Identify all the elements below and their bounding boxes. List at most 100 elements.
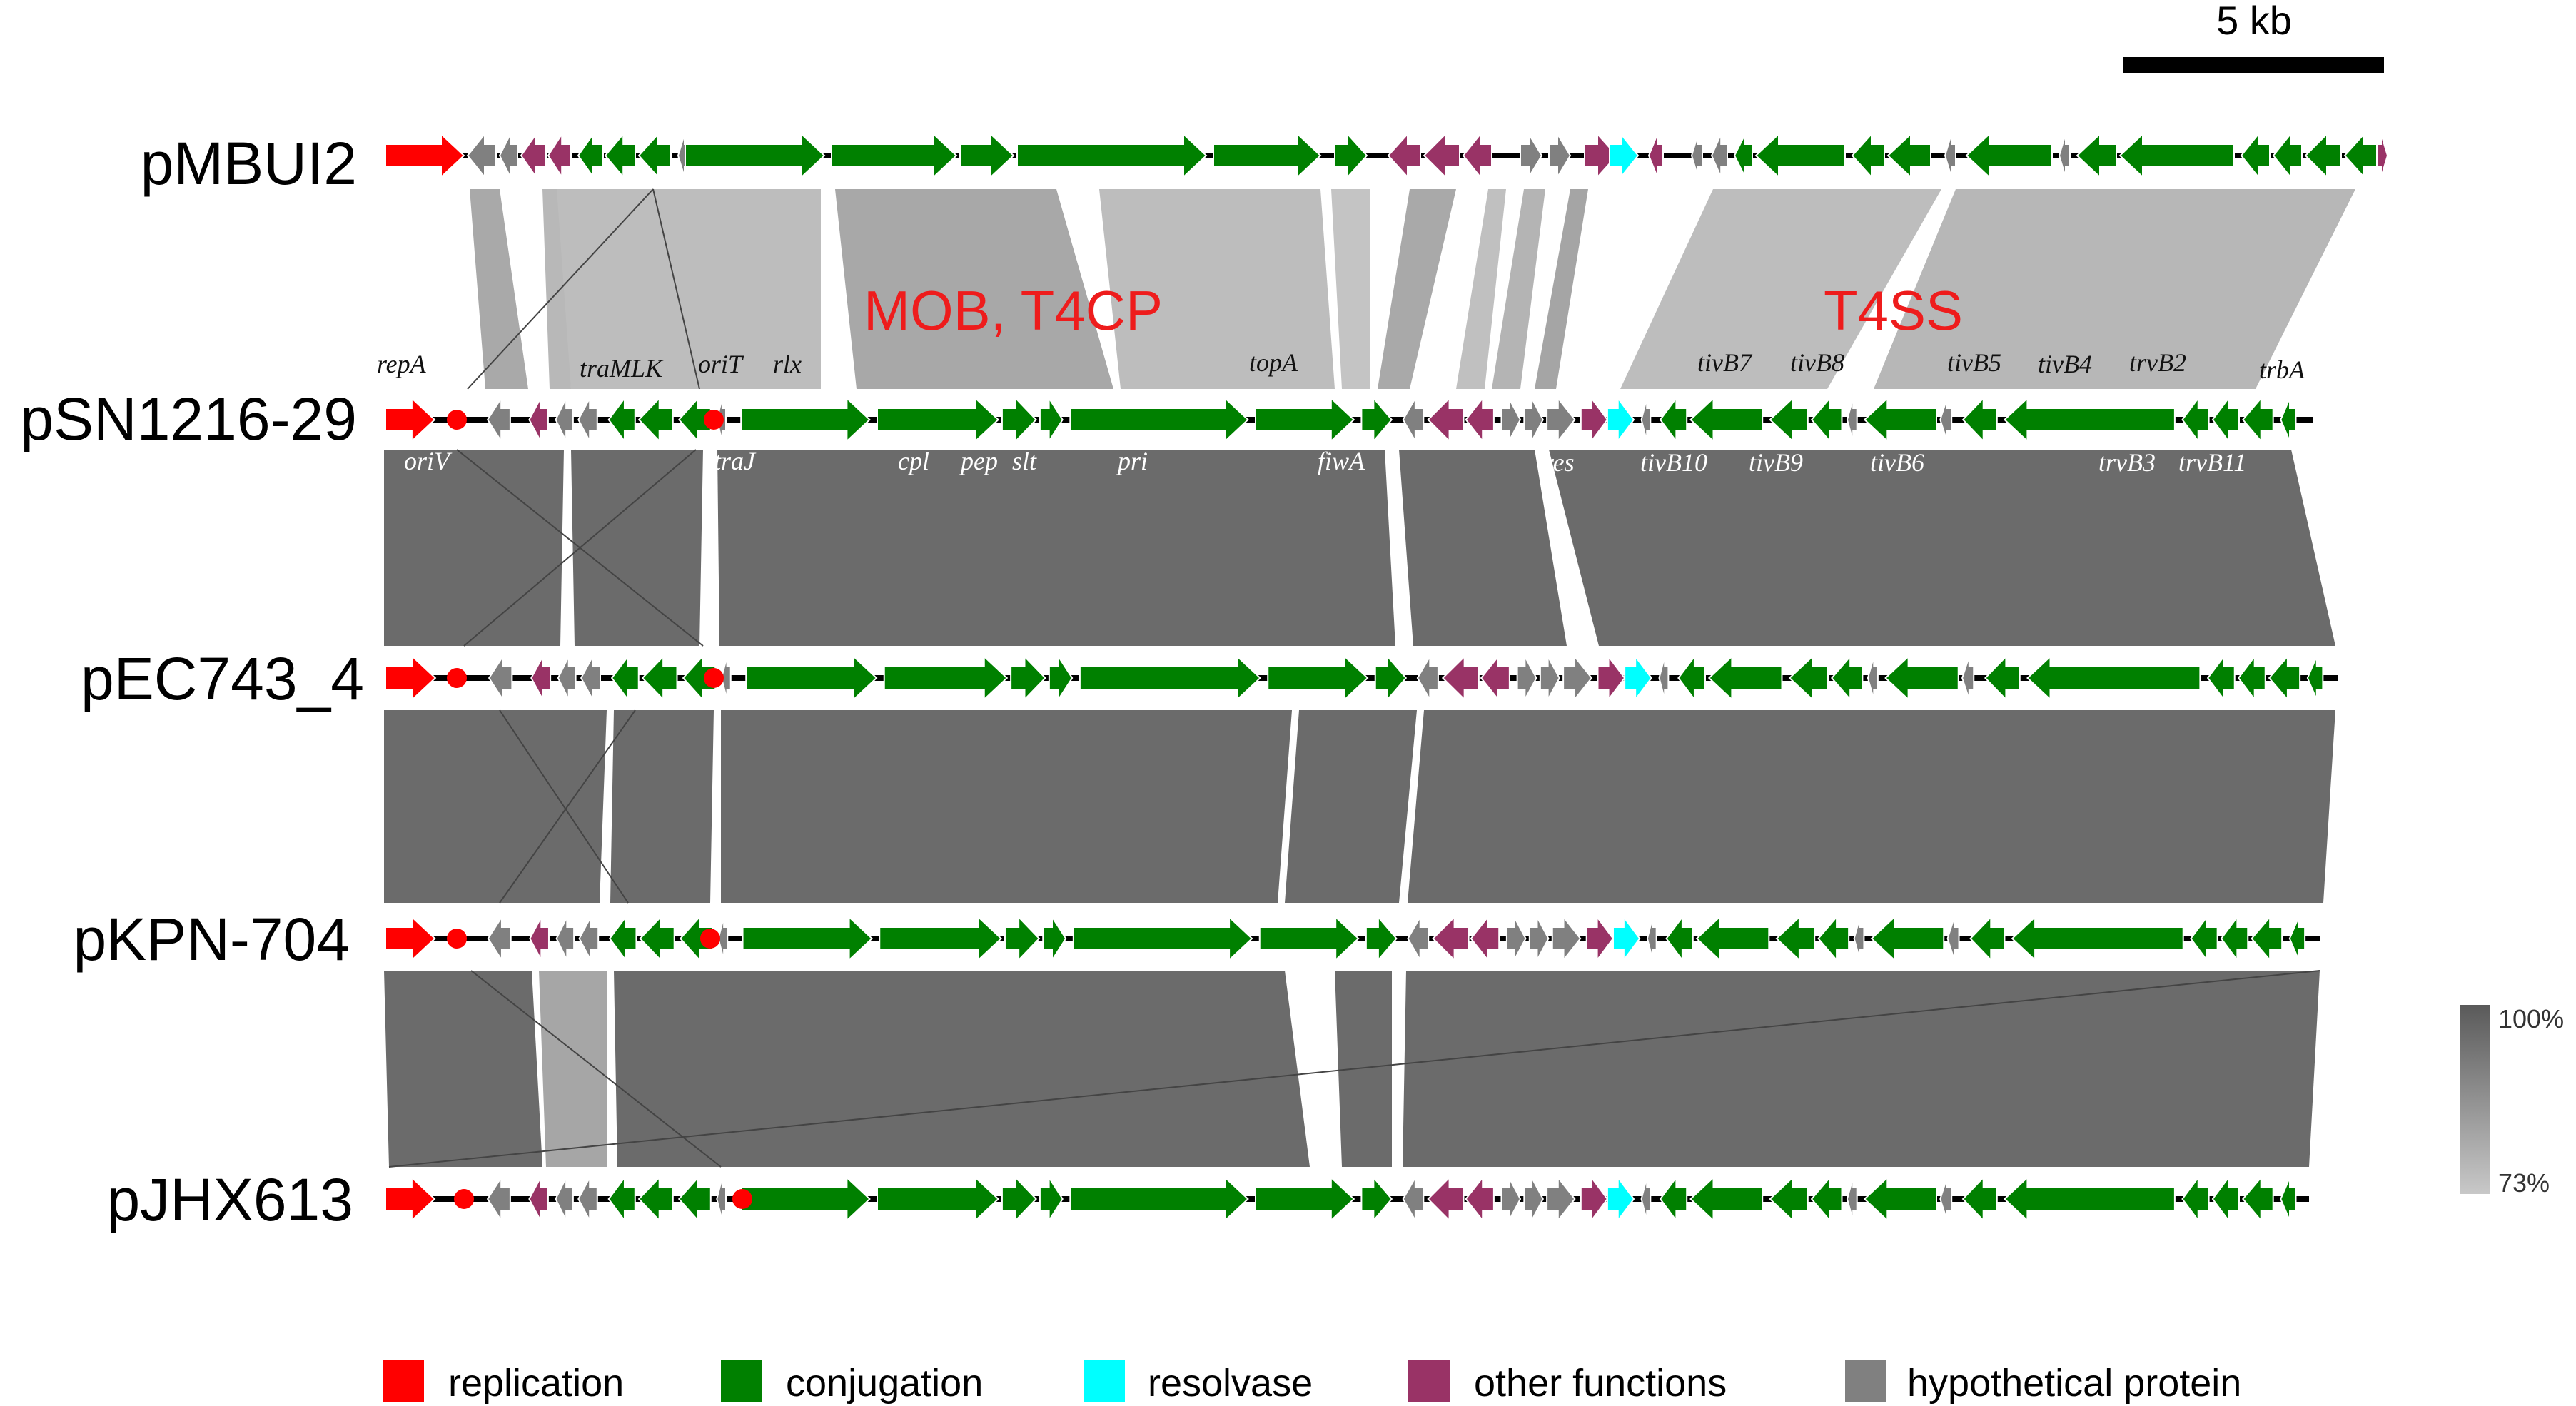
gene-arrow [682, 654, 717, 702]
gene-arrow [1010, 654, 1046, 702]
gene-arrow [608, 914, 637, 963]
gene-arrow [1984, 654, 2021, 702]
scale-bar [2123, 57, 2384, 73]
gene-arrow [1769, 1175, 1809, 1223]
gene-arrow [641, 654, 678, 702]
gene-arrow [555, 1177, 574, 1221]
gene-arrow [1402, 1175, 1425, 1223]
gene-arrow [604, 132, 636, 179]
section-label-mob-t4cp: MOB, T4CP [864, 279, 1163, 342]
homology-link [384, 971, 542, 1167]
gene-arrow [1505, 916, 1527, 961]
homology-link-line [467, 188, 654, 390]
gene-arrow [1001, 396, 1037, 443]
gene-arrow [1677, 654, 1706, 702]
gene-arrow [1072, 915, 1253, 962]
gene-arrow [1465, 1175, 1495, 1223]
gene-arrow [498, 133, 518, 178]
section-label-t4ss: T4SS [1824, 279, 1963, 342]
gene-arrow [1520, 131, 1543, 180]
gene-arrow [1004, 915, 1041, 962]
gene-arrow [1387, 132, 1421, 179]
gene-arrow [1810, 396, 1843, 443]
gene-arrow [1961, 396, 1998, 443]
gene-arrow [1733, 133, 1753, 178]
gene-arrow [1754, 132, 1846, 179]
gene-arrow [607, 1175, 636, 1223]
gene-arrow [486, 395, 511, 444]
gene-arrow [1258, 915, 1360, 962]
scale-bar-label: 5 kb [2216, 0, 2292, 43]
gene-label-tivb8: tivB8 [1790, 348, 1844, 377]
gene-arrow [1831, 654, 1864, 702]
gene-arrow [1500, 1177, 1522, 1221]
gene-arrow [1624, 654, 1653, 702]
legend-label-resolvase: resolvase [1148, 1362, 1313, 1405]
gene-arrow [679, 915, 713, 962]
gene-arrow [2306, 656, 2324, 700]
gene-arrow [1470, 915, 1500, 962]
gene-label-fiwa: fiwA [1318, 447, 1365, 475]
homology-link [610, 710, 714, 903]
gene-arrow [879, 915, 1003, 962]
gene-label-repa: repA [377, 350, 427, 378]
gene-arrow [1609, 132, 1640, 179]
gene-arrow [2011, 915, 2184, 962]
gene-arrow [2211, 1175, 2240, 1223]
homology-link [717, 450, 1395, 646]
homology-links [384, 188, 2355, 1168]
gene-arrow [677, 396, 712, 443]
gene-arrow [2003, 1175, 2176, 1223]
legend-swatch-replication [383, 1360, 424, 1402]
gene-arrow [637, 1175, 674, 1223]
origin-marker [454, 1189, 474, 1209]
gene-arrow [580, 656, 601, 700]
gene-arrow [1640, 1177, 1652, 1221]
gene-arrow [1946, 916, 1960, 961]
gene-arrow [1969, 915, 2006, 962]
gene-arrow [1965, 132, 2053, 179]
plasmid-tracks [385, 131, 2389, 1223]
gene-arrow [487, 914, 512, 963]
gene-arrow [1769, 396, 1809, 443]
origin-marker [447, 668, 467, 688]
gene-arrow [1039, 395, 1064, 444]
gene-arrow [1465, 396, 1495, 443]
gene-arrow [637, 132, 672, 179]
gene-arrow [1961, 656, 1975, 700]
gene-arrow [1863, 396, 1937, 443]
gene-arrow [1048, 654, 1074, 702]
gene-label-tivb4: tivB4 [2038, 350, 2092, 378]
gene-arrow [547, 131, 572, 180]
gene-arrow [1939, 398, 1953, 442]
gene-arrow [529, 916, 550, 961]
gene-label-pep: pep [959, 447, 998, 475]
gene-arrow [1870, 915, 1945, 962]
gene-arrow [1546, 396, 1576, 443]
gene-arrow [877, 396, 1000, 443]
gene-arrow [1548, 131, 1572, 180]
gene-arrow [1516, 656, 1537, 700]
gene-arrow [1042, 914, 1067, 963]
gene-arrow [2058, 133, 2071, 178]
homology-link [1874, 189, 2355, 389]
gene-arrow [1647, 133, 1664, 178]
gene-arrow [1416, 654, 1439, 702]
gene-arrow [1961, 1175, 1998, 1223]
homology-link [1408, 710, 2335, 903]
gene-arrow [486, 1175, 511, 1223]
homology-link [614, 971, 1310, 1167]
gene-label-slt: slt [1012, 447, 1037, 475]
gene-arrow [883, 654, 1009, 702]
legend-label-hypothetical-protein: hypothetical protein [1907, 1362, 2241, 1405]
origin-marker [447, 410, 467, 430]
gene-arrow [2288, 916, 2306, 961]
gene-arrow [740, 396, 871, 443]
homology-link-line [499, 709, 629, 904]
gene-arrow [716, 1177, 727, 1221]
gene-arrow [2220, 914, 2249, 963]
gene-arrow [742, 915, 874, 962]
gene-arrow [577, 131, 604, 180]
gene-arrow [1886, 132, 1931, 179]
gene-arrow [1580, 395, 1609, 444]
